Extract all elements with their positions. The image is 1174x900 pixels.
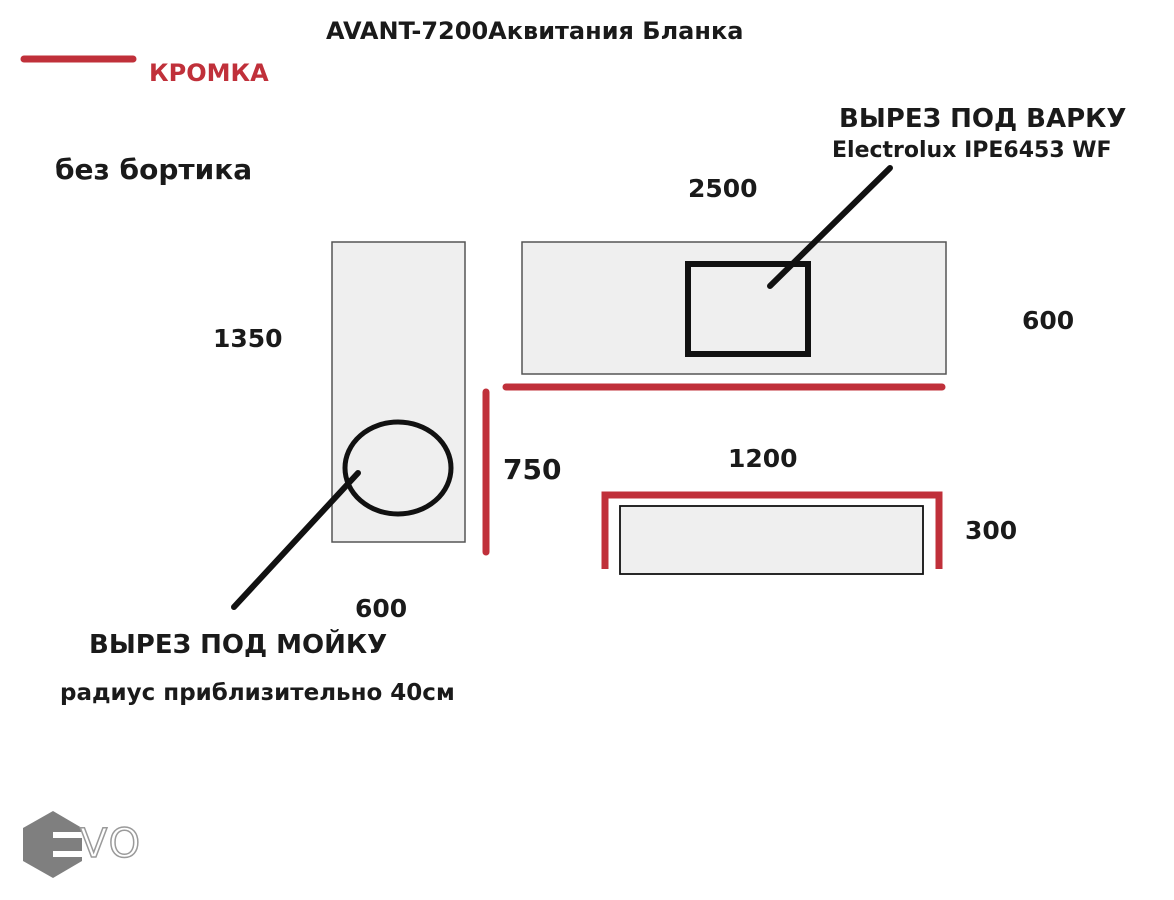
small-top-length-label: 1200 [728,444,798,473]
hob-cutout-rect [685,261,811,357]
left-edge-length-label: 750 [503,453,562,486]
left-top-depth-label: 600 [355,594,408,623]
sink-radius-note: радиус приблизительно 40см [60,680,455,706]
main-top-length-label: 2500 [688,174,758,203]
sink-cutout-title: ВЫРЕЗ ПОД МОЙКУ [89,630,388,660]
diagram-title: AVANT-7200Аквитания Бланка [326,17,744,45]
hexagon-logo-icon [23,811,85,878]
hob-leader-line [767,165,893,289]
small-countertop-panel [619,505,924,575]
sink-cutout-circle [342,419,454,517]
legend-edge-label: КРОМКА [149,59,269,87]
left-top-length-label: 1350 [213,324,283,353]
small-panel-edge [601,491,943,569]
hob-cutout-model: Electrolux IPE6453 WF [832,138,1112,163]
main-top-depth-label: 600 [1022,306,1075,335]
sink-leader-line [231,470,361,610]
small-top-depth-label: 300 [965,516,1018,545]
hob-cutout-title: ВЫРЕЗ ПОД ВАРКУ [839,104,1127,134]
left-countertop-panel [331,241,466,543]
watermark-text: VO [79,821,143,867]
no-backsplash-note: без бортика [55,153,253,186]
